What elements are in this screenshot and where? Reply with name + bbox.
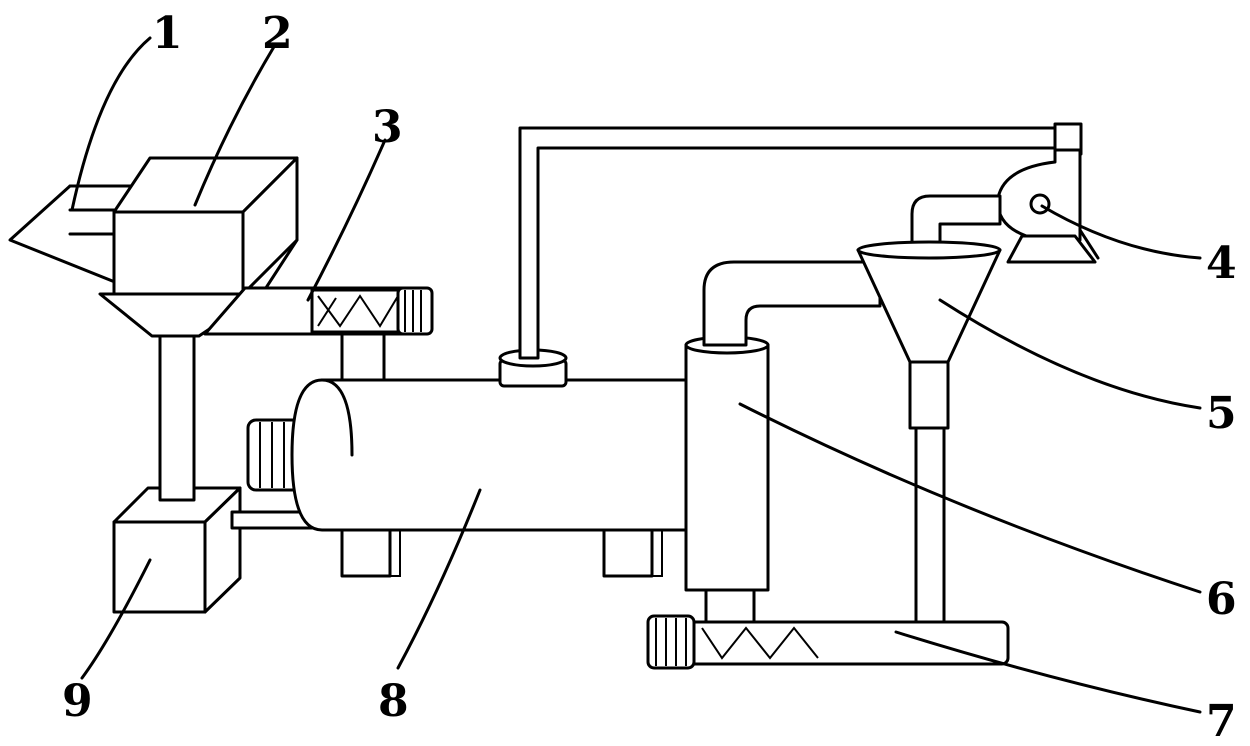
- callout-5: 5: [1206, 388, 1237, 439]
- callout-3: 3: [372, 102, 403, 153]
- callout-1: 1: [152, 8, 183, 59]
- callout-2: 2: [262, 8, 293, 59]
- part-6-column: [684, 260, 882, 624]
- top-return-pipe: [518, 122, 1083, 360]
- callout-8: 8: [378, 676, 409, 727]
- part-8-drum: [230, 348, 740, 578]
- part-2-box: [112, 156, 299, 296]
- callout-4: 4: [1206, 238, 1237, 289]
- part-3-screw-conveyor: [203, 286, 434, 388]
- callout-9: 9: [62, 676, 93, 727]
- vertical-pipe-left: [158, 333, 196, 502]
- leader-lines: [70, 36, 1202, 714]
- callout-6: 6: [1206, 574, 1237, 625]
- part-7-screw-conveyor: [646, 614, 1010, 670]
- funnel-under-box: [98, 238, 299, 338]
- callout-7: 7: [1206, 696, 1237, 746]
- callout-labels: 1 2 3 4 5 6 7 8 9: [62, 8, 1237, 746]
- part-5-cyclone: [856, 240, 1002, 625]
